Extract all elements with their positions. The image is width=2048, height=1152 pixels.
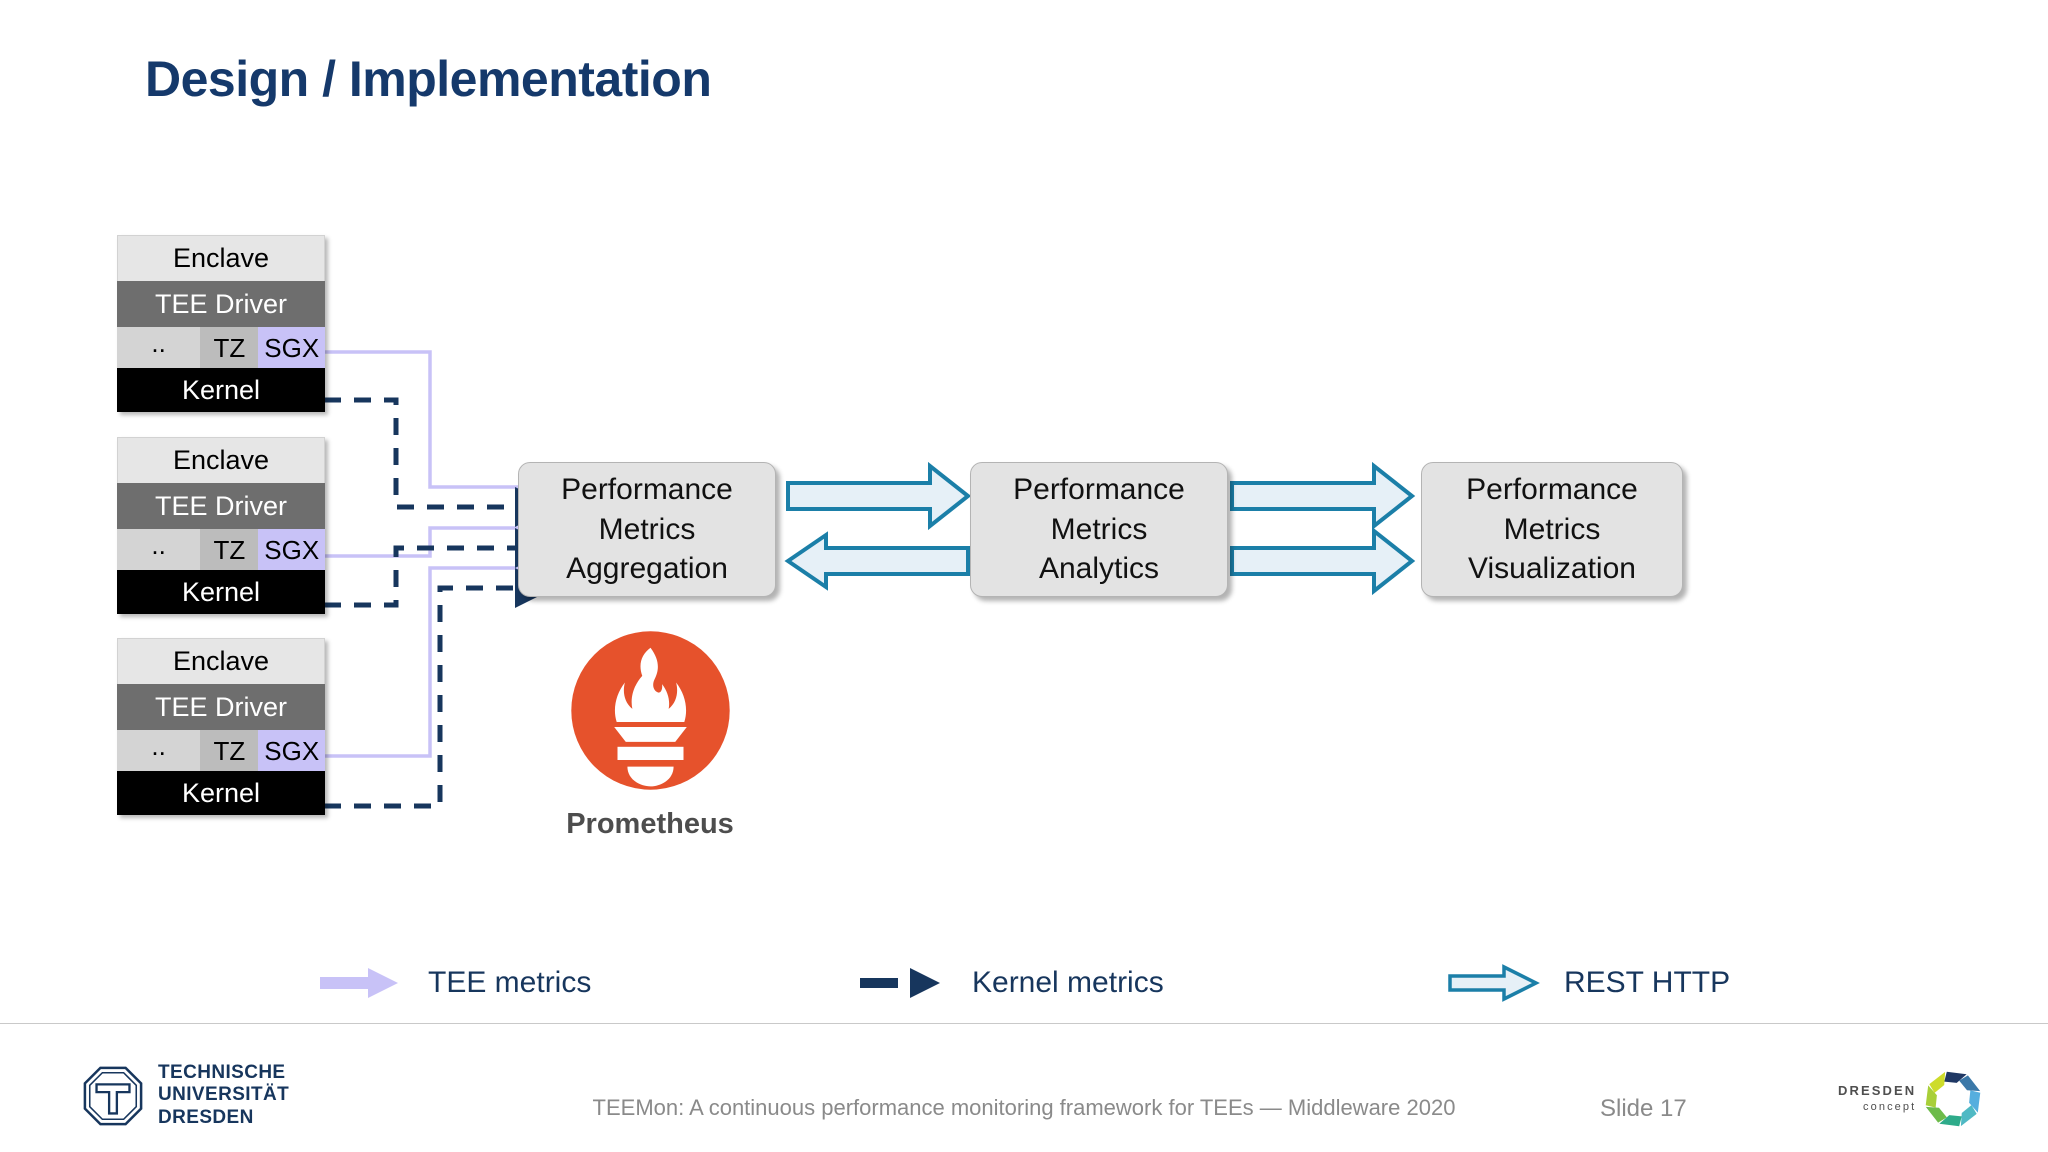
legend-item-rest-http: REST HTTP [1448,960,1730,1006]
kernel-metrics-arrow-icon [860,968,940,998]
dresden-concept-wordmark: DRESDEN concept [1838,1083,1916,1114]
kernel-metric-line-2 [324,528,555,608]
tee-stack-2-enclave-row: Enclave [117,437,325,483]
tee-stack-2-tz-cell: TZ [200,529,259,570]
dresden-concept-line-2: concept [1863,1101,1917,1114]
tee-stack-2-driver-label: TEE Driver [154,490,287,521]
tee-stack-1-tech-row: .. TZ SGX [117,327,325,368]
legend-label-tee-metrics: TEE metrics [428,966,592,999]
legend-label-kernel-metrics: Kernel metrics [972,966,1164,999]
tee-stack-1-enclave-label: Enclave [172,243,270,273]
tee-stack-2-kernel-label: Kernel [181,576,261,607]
tee-stack-3-sgx-cell: SGX [258,730,325,771]
footer-divider [0,1023,2048,1024]
rest-http-arrow-analytics-to-agg-lower [784,531,970,591]
legend-item-tee-metrics: TEE metrics [320,960,591,1006]
tee-stack-1-kernel-label: Kernel [181,374,261,405]
tee-stack-3: Enclave TEE Driver .. TZ SGX Kernel [117,638,325,815]
tee-stack-1-tz-cell: TZ [200,327,259,368]
slide-number: Slide 17 [1600,1095,1687,1122]
tee-metric-line-3 [324,552,555,758]
tee-metrics-arrow-icon [320,968,398,998]
pipeline-box-analytics: Performance Metrics Analytics [970,462,1228,597]
prometheus-group: Prometheus [565,628,735,841]
tee-stack-3-driver-row: TEE Driver [117,684,325,730]
tee-stack-2-tech-row: .. TZ SGX [117,529,325,570]
pipeline-box-analytics-line3: Analytics [1038,552,1160,586]
tee-stack-1-enclave-row: Enclave [117,235,325,281]
pipeline-box-aggregation-line1: Performance [561,472,733,506]
tee-stack-3-enclave-row: Enclave [117,638,325,684]
legend-label-rest-http: REST HTTP [1564,966,1731,999]
tee-stack-3-tz-cell: TZ [200,730,259,771]
tu-dresden-wordmark: TECHNISCHE UNIVERSITÄT DRESDEN [158,1062,289,1129]
prometheus-label: Prometheus [566,808,734,840]
pipeline-box-aggregation-line2: Metrics [598,512,696,546]
tee-stack-3-kernel-label: Kernel [181,777,261,808]
pipeline-box-visualization-line3: Visualization [1468,552,1636,586]
page-title: Design / Implementation [145,51,712,107]
pipeline-box-visualization-line2: Metrics [1503,512,1601,546]
prometheus-logo-icon [570,631,730,790]
tee-metric-line-1 [324,350,555,503]
tee-stack-3-kernel-row: Kernel [117,771,325,815]
tee-stack-1-other-cell: .. [117,327,201,368]
tee-stack-1-driver-row: TEE Driver [117,281,325,327]
tee-stack-2-kernel-row: Kernel [117,570,325,614]
tee-stack-2-driver-row: TEE Driver [117,483,325,529]
tee-stack-3-driver-label: TEE Driver [154,691,287,722]
tee-stack-2: Enclave TEE Driver .. TZ SGX Kernel [117,437,325,614]
rest-http-arrow-analytics-to-vis-lower [1230,526,1416,596]
tu-dresden-line-3: DRESDEN [158,1106,254,1128]
pipeline-box-analytics-line2: Metrics [1050,512,1148,546]
tee-stack-2-enclave-label: Enclave [172,445,270,475]
dresden-concept-logo: DRESDEN concept [1838,1068,1984,1130]
pipeline-box-visualization-line1: Performance [1466,472,1638,506]
tu-dresden-octagon-icon [83,1066,143,1125]
pipeline-box-aggregation-line3: Aggregation [566,552,728,586]
rest-http-arrow-agg-to-analytics-upper [786,461,972,531]
rest-http-arrow-icon [1448,964,1540,1002]
kernel-metric-line-3 [324,568,555,809]
tu-dresden-line-2: UNIVERSITÄT [158,1084,290,1106]
rest-http-arrow-analytics-to-vis-upper [1230,461,1416,531]
pipeline-box-analytics-line1: Performance [1013,472,1185,506]
tu-dresden-line-1: TECHNISCHE [158,1062,286,1083]
tu-dresden-logo: TECHNISCHE UNIVERSITÄT DRESDEN [82,1062,289,1129]
pipeline-box-aggregation: Performance Metrics Aggregation [518,462,776,597]
legend-item-kernel-metrics: Kernel metrics [860,960,1164,1006]
pipeline-box-visualization: Performance Metrics Visualization [1421,462,1683,597]
tee-metric-line-2 [324,512,555,558]
dresden-concept-line-1: DRESDEN [1838,1083,1917,1099]
tee-stack-1: Enclave TEE Driver .. TZ SGX Kernel [117,235,325,412]
tee-stack-1-sgx-cell: SGX [258,327,325,368]
tee-stack-2-other-cell: .. [117,529,201,570]
tee-stack-1-driver-label: TEE Driver [154,288,287,319]
dresden-concept-pinwheel-icon [1925,1071,1981,1127]
tee-stack-2-sgx-cell: SGX [258,529,325,570]
footer-citation: TEEMon: A continuous performance monitor… [592,1095,1456,1120]
tee-stack-1-kernel-row: Kernel [117,368,325,412]
tee-stack-3-other-cell: .. [117,730,201,771]
kernel-metric-line-1 [324,397,555,527]
tee-stack-3-enclave-label: Enclave [172,646,270,676]
tee-stack-3-tech-row: .. TZ SGX [117,730,325,771]
